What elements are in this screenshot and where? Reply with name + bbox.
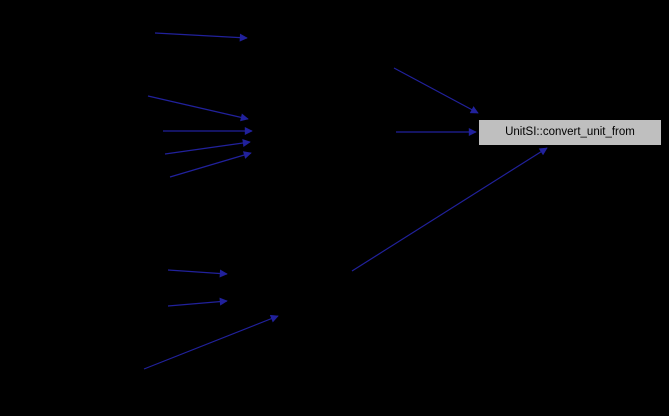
graph-edge: [164, 139, 251, 155]
edge-layer: [143, 32, 548, 370]
graph-edge: [393, 67, 479, 114]
graph-node-label: UnitSI::convert_unit_from: [505, 125, 635, 138]
graph-edge: [169, 151, 252, 178]
graph-edge: [351, 147, 548, 272]
graph-edge: [154, 32, 248, 42]
graph-edge: [147, 95, 249, 122]
graph-edge: [167, 269, 228, 278]
graph-edge: [143, 314, 279, 370]
graph-edge: [167, 297, 228, 307]
graph-node-unitsi-convert-unit-from[interactable]: UnitSI::convert_unit_from: [478, 119, 662, 146]
